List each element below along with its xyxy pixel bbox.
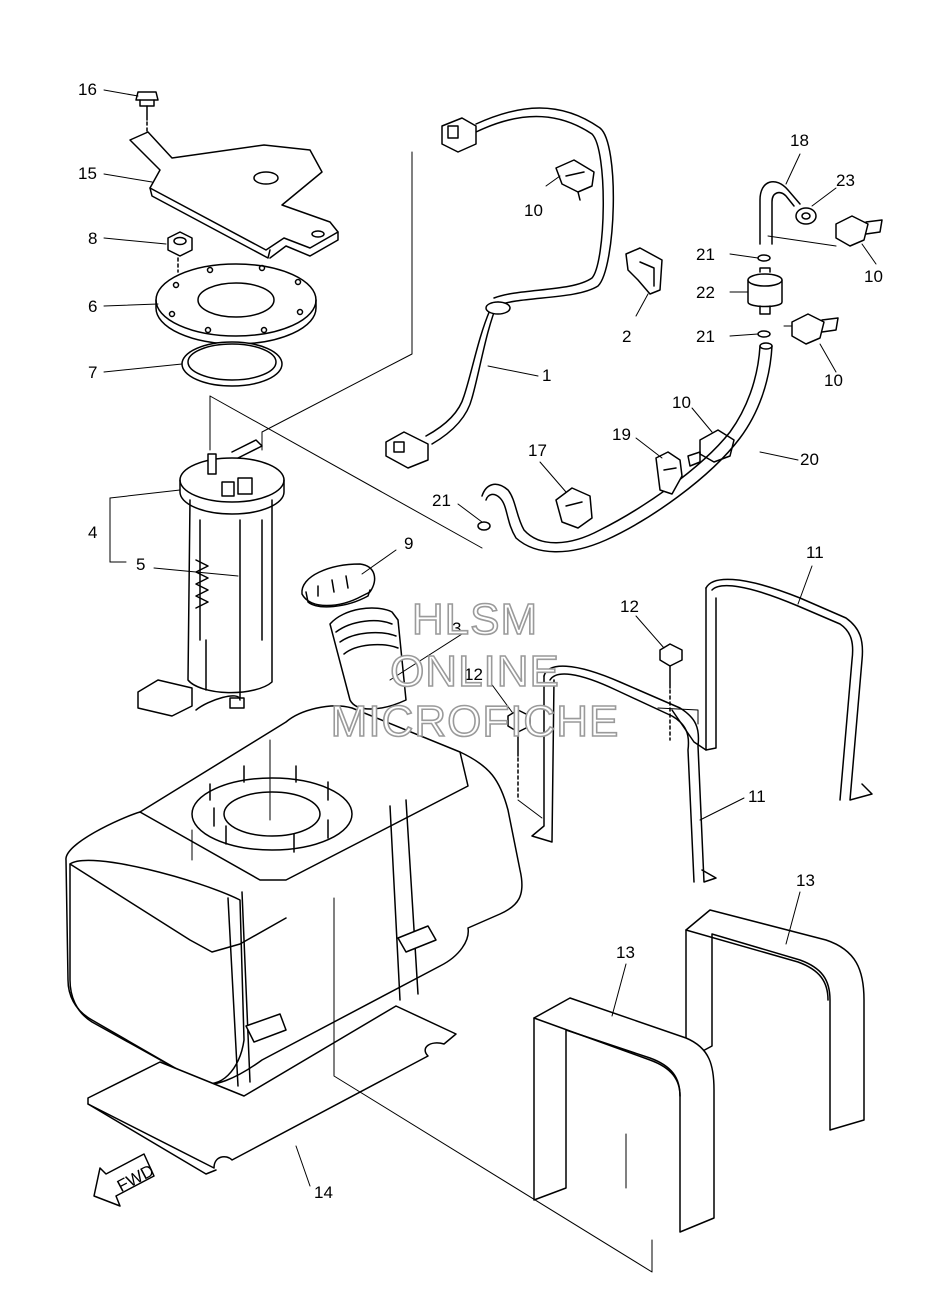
callout-4: 4 <box>88 523 97 542</box>
watermark-line-3: MICROFICHE <box>330 697 620 746</box>
leader-lines <box>103 89 877 1273</box>
callout-10-right-top: 10 <box>864 267 883 286</box>
part-13-band-rear[interactable] <box>685 909 865 1131</box>
part-11-strap-front[interactable] <box>531 665 717 883</box>
callout-20: 20 <box>800 450 819 469</box>
part-10-clip-right-mid[interactable] <box>791 313 839 345</box>
callout-12-left: 12 <box>464 665 483 684</box>
callout-21-upper: 21 <box>696 245 715 264</box>
callout-labels: 16 15 8 6 7 4 5 10 1 2 18 23 21 22 21 10… <box>78 80 883 1202</box>
callout-19: 19 <box>612 425 631 444</box>
callout-21-left: 21 <box>432 491 451 510</box>
callout-12-right: 12 <box>620 597 639 616</box>
callout-9: 9 <box>404 534 413 553</box>
callout-16: 16 <box>78 80 97 99</box>
callout-7: 7 <box>88 363 97 382</box>
part-15-bracket[interactable] <box>129 131 339 259</box>
callout-6: 6 <box>88 297 97 316</box>
callout-15: 15 <box>78 164 97 183</box>
callout-10-lower: 10 <box>672 393 691 412</box>
part-11-strap-rear[interactable] <box>671 578 873 801</box>
part-21-clamp-left[interactable] <box>477 521 491 531</box>
callout-11-top: 11 <box>806 543 824 562</box>
callout-21-lower: 21 <box>696 327 715 346</box>
callout-2: 2 <box>622 327 631 346</box>
part-21-clamp-upper[interactable] <box>757 254 771 262</box>
watermark-line-2: ONLINE <box>389 647 560 696</box>
part-17-clip[interactable] <box>555 487 593 529</box>
callout-14: 14 <box>314 1183 333 1202</box>
callout-17: 17 <box>528 441 547 460</box>
callout-8: 8 <box>88 229 97 248</box>
part-20-hose[interactable] <box>481 342 773 553</box>
part-18-hose[interactable] <box>759 180 801 245</box>
callout-1: 1 <box>542 366 551 385</box>
callout-13-front: 13 <box>616 943 635 962</box>
part-1-fuel-hose[interactable] <box>385 107 615 469</box>
part-4-fuel-pump-assembly[interactable] <box>137 439 285 717</box>
watermark-line-1: HLSM <box>411 595 539 644</box>
callout-5: 5 <box>136 555 145 574</box>
callout-11-bottom: 11 <box>748 787 766 806</box>
part-12-bolt-left[interactable] <box>507 709 531 801</box>
part-22-filter[interactable] <box>747 267 783 315</box>
callout-10-right-mid: 10 <box>824 371 843 390</box>
part-9-fuel-cap[interactable] <box>301 563 376 608</box>
part-10-clip-right-top[interactable] <box>835 215 883 247</box>
callout-22: 22 <box>696 283 715 302</box>
part-12-bolt-right[interactable] <box>659 643 683 741</box>
callout-18: 18 <box>790 131 809 150</box>
part-23-grommet[interactable] <box>795 207 817 225</box>
callout-23: 23 <box>836 171 855 190</box>
part-16-bolt[interactable] <box>135 91 159 133</box>
callout-10-upper: 10 <box>524 201 543 220</box>
callout-3: 3 <box>452 619 461 638</box>
part-7-gasket[interactable] <box>181 341 283 387</box>
part-10-clip-upper[interactable] <box>555 159 595 201</box>
callout-13-rear: 13 <box>796 871 815 890</box>
part-13-band-front[interactable] <box>533 997 715 1233</box>
part-21-clamp-lower[interactable] <box>757 330 771 338</box>
part-6-flange-plate[interactable] <box>155 263 317 345</box>
fwd-arrow-icon: FWD <box>93 1153 157 1207</box>
part-19-clip[interactable] <box>655 451 683 495</box>
part-14-pad[interactable] <box>87 1005 457 1175</box>
part-2-clip[interactable] <box>625 247 663 295</box>
part-8-nut[interactable] <box>167 231 193 273</box>
